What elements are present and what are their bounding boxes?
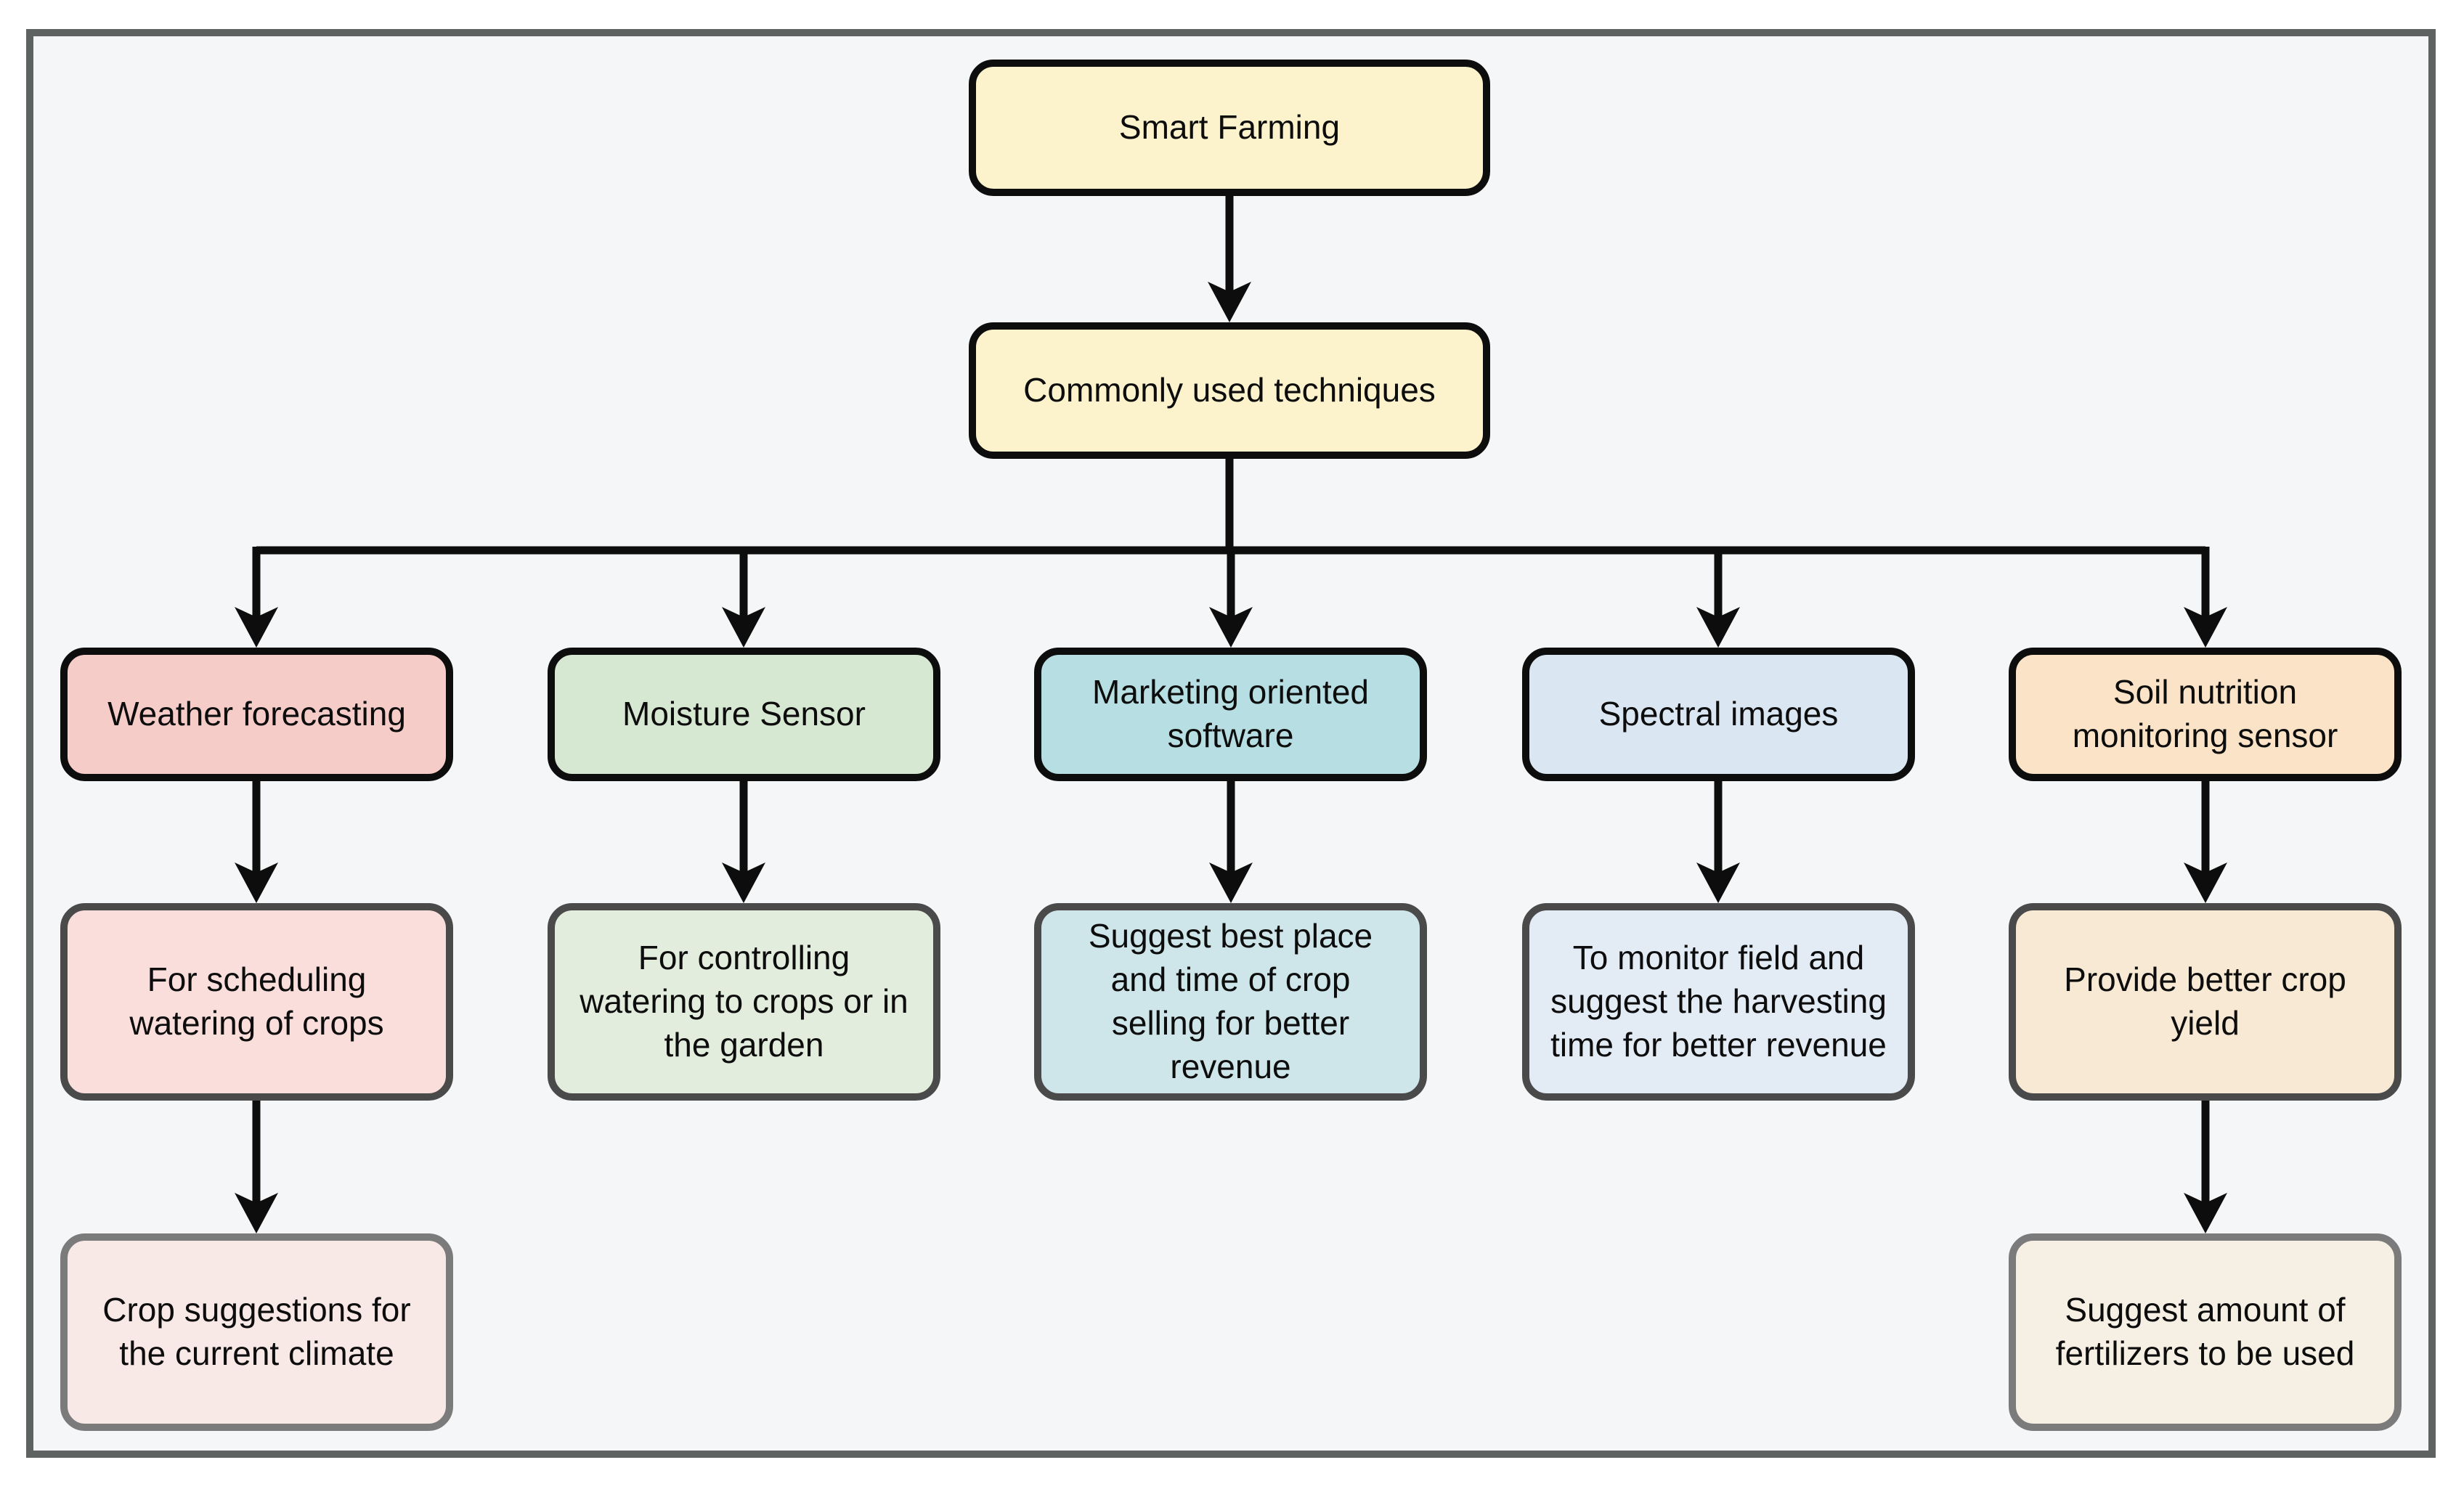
node-suggest-best-place: Suggest best place and time of crop sell… (1034, 903, 1427, 1101)
node-smart-farming: Smart Farming (969, 60, 1490, 196)
node-crop-suggestions: Crop suggestions for the current climate (60, 1233, 453, 1431)
node-suggest-fertilizers: Suggest amount of fertilizers to be used (2009, 1233, 2402, 1431)
node-label: For controlling watering to crops or in … (580, 939, 908, 1064)
node-label: Spectral images (1598, 695, 1839, 733)
node-label: To monitor field and suggest the harvest… (1550, 939, 1887, 1064)
node-monitor-field: To monitor field and suggest the harvest… (1522, 903, 1915, 1101)
node-commonly-used-techniques: Commonly used techniques (969, 322, 1490, 459)
node-spectral-images: Spectral images (1522, 648, 1915, 781)
node-label: Commonly used techniques (1023, 371, 1436, 409)
node-label: Crop suggestions for the current climate (102, 1291, 411, 1372)
node-label: Suggest amount of fertilizers to be used (2055, 1291, 2355, 1372)
node-label: Suggest best place and time of crop sell… (1088, 917, 1373, 1085)
node-label: Provide better crop yield (2064, 960, 2346, 1042)
node-moisture-sensor: Moisture Sensor (548, 648, 940, 781)
node-label: Smart Farming (1118, 108, 1341, 147)
node-label: Moisture Sensor (622, 695, 866, 733)
node-soil-nutrition-monitoring-sensor: Soil nutrition monitoring sensor (2009, 648, 2402, 781)
node-provide-better-crop-yield: Provide better crop yield (2009, 903, 2402, 1101)
node-marketing-oriented-software: Marketing oriented software (1034, 648, 1427, 781)
node-scheduling-watering: For scheduling watering of crops (60, 903, 453, 1101)
node-weather-forecasting: Weather forecasting (60, 648, 453, 781)
node-label: Marketing oriented software (1092, 673, 1369, 754)
node-label: Weather forecasting (107, 695, 406, 733)
node-label: For scheduling watering of crops (129, 960, 384, 1042)
node-label: Soil nutrition monitoring sensor (2072, 673, 2338, 754)
node-controlling-watering: For controlling watering to crops or in … (548, 903, 940, 1101)
